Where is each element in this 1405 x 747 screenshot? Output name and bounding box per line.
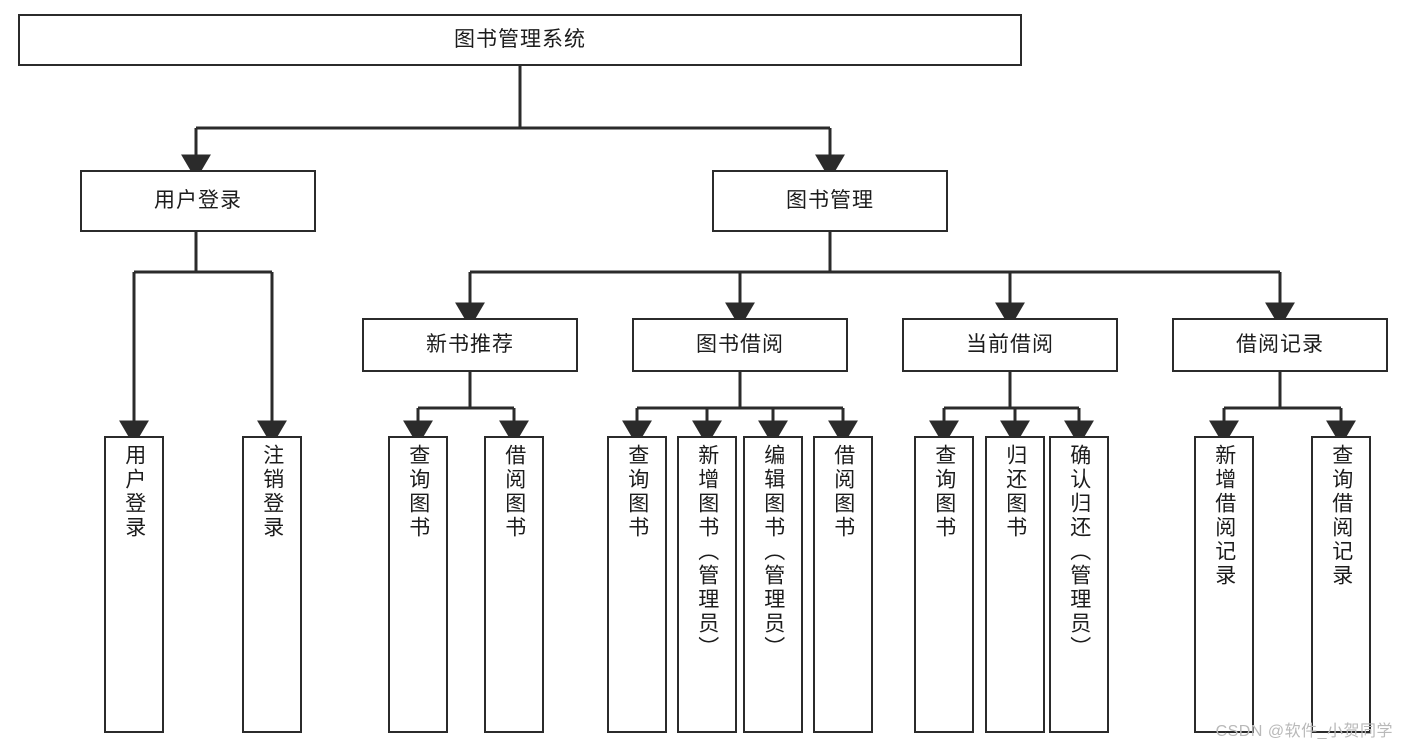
leaf-borrow-record-query-record[interactable]: 查询借阅记录	[1311, 436, 1371, 733]
leaf-book-borrow-borrow-book[interactable]: 借阅图书	[813, 436, 873, 733]
leaf-new-book-query-book[interactable]: 查询图书	[388, 436, 448, 733]
node-root-book-management-system[interactable]: 图书管理系统	[18, 14, 1022, 66]
node-label: 用户登录	[154, 189, 242, 213]
csdn-watermark: CSDN @软件_小贺同学	[1215, 723, 1393, 740]
node-current-borrow[interactable]: 当前借阅	[902, 318, 1118, 372]
node-label: 借阅记录	[1236, 333, 1324, 357]
node-label: 新增借阅记录	[1212, 444, 1236, 588]
leaf-book-borrow-edit-book-admin[interactable]: 编辑图书（管理员）	[743, 436, 803, 733]
node-label: 确认归还（管理员）	[1067, 444, 1091, 660]
node-label: 图书借阅	[696, 333, 784, 357]
node-label: 新增图书（管理员）	[695, 444, 719, 660]
node-label: 当前借阅	[966, 333, 1054, 357]
node-book-management[interactable]: 图书管理	[712, 170, 948, 232]
leaf-current-borrow-query-book[interactable]: 查询图书	[914, 436, 974, 733]
leaf-user-login-login[interactable]: 用户登录	[104, 436, 164, 733]
node-label: 查询图书	[406, 444, 430, 540]
leaf-borrow-record-add-record[interactable]: 新增借阅记录	[1194, 436, 1254, 733]
node-label: 借阅图书	[502, 444, 526, 540]
node-label: 查询图书	[625, 444, 649, 540]
leaf-new-book-borrow-book[interactable]: 借阅图书	[484, 436, 544, 733]
node-label: 新书推荐	[426, 333, 514, 357]
node-label: 借阅图书	[831, 444, 855, 540]
leaf-book-borrow-query-book[interactable]: 查询图书	[607, 436, 667, 733]
leaf-current-borrow-return-book[interactable]: 归还图书	[985, 436, 1045, 733]
node-label: 查询借阅记录	[1329, 444, 1353, 588]
leaf-current-borrow-confirm-return-admin[interactable]: 确认归还（管理员）	[1049, 436, 1109, 733]
node-label: 图书管理	[786, 189, 874, 213]
node-label: 用户登录	[122, 444, 146, 540]
leaf-user-login-logout[interactable]: 注销登录	[242, 436, 302, 733]
node-new-book-recommend[interactable]: 新书推荐	[362, 318, 578, 372]
node-label: 注销登录	[260, 444, 284, 540]
node-label: 图书管理系统	[454, 28, 586, 52]
node-user-login[interactable]: 用户登录	[80, 170, 316, 232]
node-label: 查询图书	[932, 444, 956, 540]
node-borrow-record[interactable]: 借阅记录	[1172, 318, 1388, 372]
node-label: 归还图书	[1003, 444, 1027, 540]
leaf-book-borrow-add-book-admin[interactable]: 新增图书（管理员）	[677, 436, 737, 733]
node-book-borrow[interactable]: 图书借阅	[632, 318, 848, 372]
node-label: 编辑图书（管理员）	[761, 444, 785, 660]
